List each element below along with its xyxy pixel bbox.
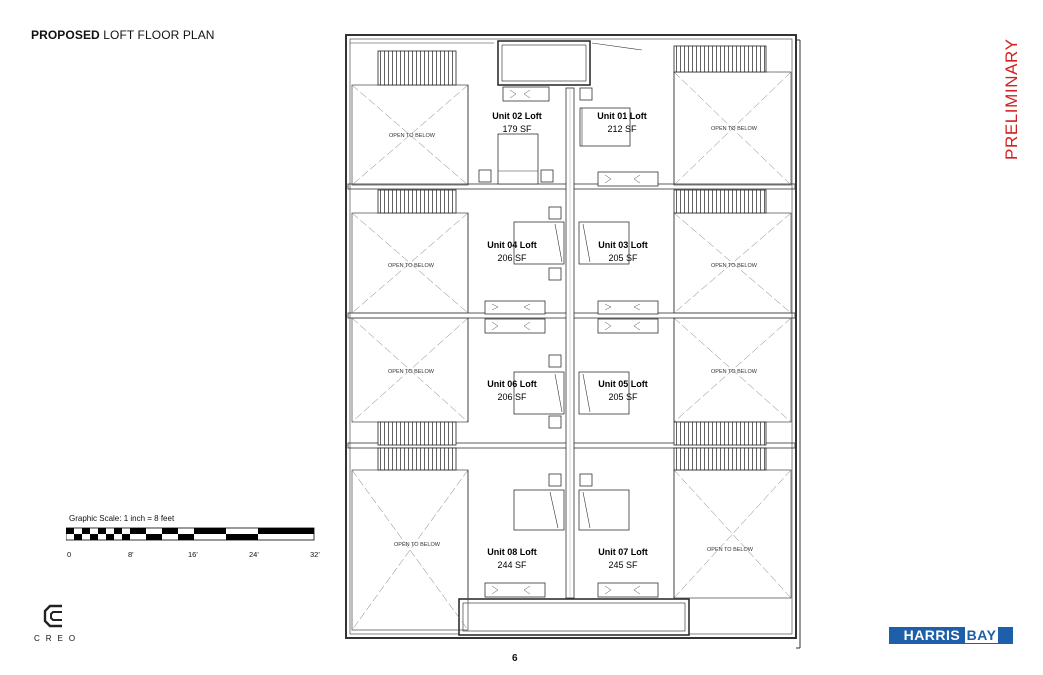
unit-04-name: Unit 04 Loft (487, 240, 537, 250)
page-number: 6 (512, 653, 518, 664)
creo-logo-icon (43, 604, 62, 628)
unit-01-area: 212 SF (607, 124, 637, 134)
open-to-below-label: OPEN TO BELOW (711, 263, 758, 269)
unit-08-area: 244 SF (497, 560, 527, 570)
unit-03-name: Unit 03 Loft (598, 240, 648, 250)
graphic-scale-bar (66, 527, 315, 541)
top-mechanical-box (497, 40, 591, 86)
unit-05-name: Unit 05 Loft (598, 379, 648, 389)
open-to-below-label: OPEN TO BELOW (388, 263, 435, 269)
bottom-mechanical-box (458, 598, 690, 636)
unit-06-area: 206 SF (497, 392, 527, 402)
unit-04-area: 206 SF (497, 253, 527, 263)
open-to-below-label: OPEN TO BELOW (394, 542, 441, 548)
open-to-below-label: OPEN TO BELOW (388, 369, 435, 375)
unit-03-area: 205 SF (608, 253, 638, 263)
brand-part2: BAY (964, 627, 999, 643)
open-to-below-label: OPEN TO BELOW (711, 126, 758, 132)
scale-tick-8: 8' (128, 550, 134, 559)
unit-07-name: Unit 07 Loft (598, 547, 648, 557)
unit-07-area: 245 SF (608, 560, 638, 570)
unit-02-area: 179 SF (502, 124, 532, 134)
scale-tick-0: 0 (67, 550, 72, 559)
unit-05-area: 205 SF (608, 392, 638, 402)
unit-01-name: Unit 01 Loft (597, 111, 647, 121)
brand-part1: HARRIS (903, 627, 961, 643)
staircases (377, 45, 767, 471)
title-rest: LOFT FLOOR PLAN (103, 28, 215, 42)
page-title: PROPOSED LOFT FLOOR PLAN (31, 28, 215, 42)
creo-logo-text: CREO (34, 634, 82, 643)
scale-tick-16: 16' (188, 550, 198, 559)
title-bold: PROPOSED (31, 28, 100, 42)
unit-08-name: Unit 08 Loft (487, 547, 537, 557)
open-to-below-label: OPEN TO BELOW (389, 133, 436, 139)
scale-label: Graphic Scale: 1 inch = 8 feet (69, 514, 175, 523)
nightstands (478, 87, 593, 487)
open-to-below-label: OPEN TO BELOW (707, 547, 754, 553)
beds (497, 107, 631, 531)
scale-tick-24: 24' (249, 550, 259, 559)
scale-tick-32: 32' (310, 550, 320, 559)
unit-06-name: Unit 06 Loft (487, 379, 537, 389)
harris-bay-logo: HARRIS BAY (889, 627, 1013, 644)
open-to-below-label: OPEN TO BELOW (711, 369, 758, 375)
unit-02-name: Unit 02 Loft (492, 111, 542, 121)
